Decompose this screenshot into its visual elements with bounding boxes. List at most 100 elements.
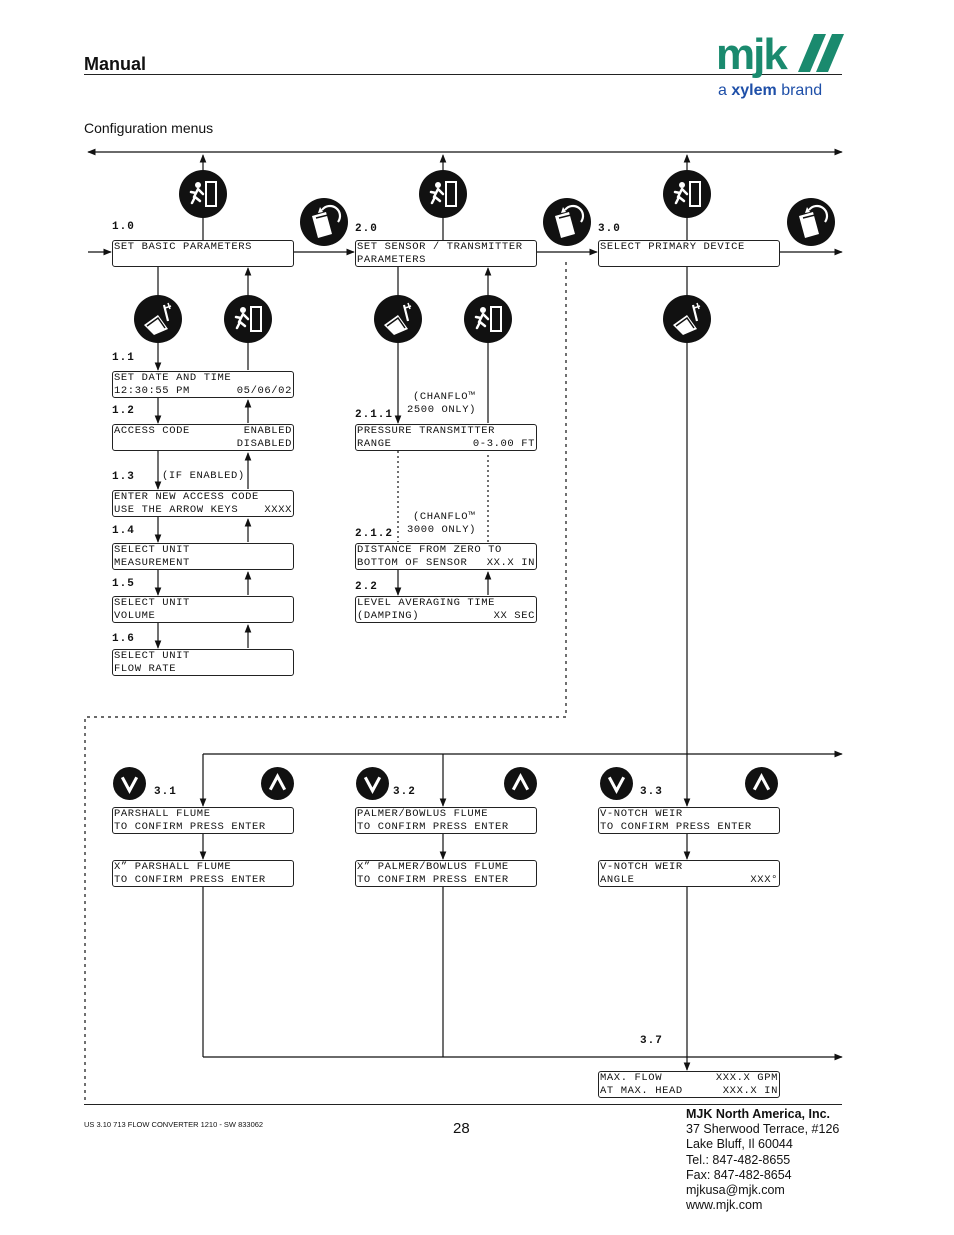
exit-icon[interactable] bbox=[419, 170, 467, 218]
enter-icon[interactable] bbox=[374, 295, 422, 343]
logo-wordmark: mjk bbox=[716, 30, 788, 79]
scroll-next-icon[interactable] bbox=[300, 198, 348, 246]
arrow-up-icon[interactable] bbox=[504, 767, 537, 800]
header-rule bbox=[84, 74, 842, 75]
menu-value: XXX° bbox=[750, 874, 778, 886]
menu-line: TO CONFIRM PRESS ENTER bbox=[357, 874, 509, 886]
menu-3-2-size-box[interactable]: X” PALMER/BOWLUS FLUME TO CONFIRM PRESS … bbox=[355, 860, 537, 887]
menu-line: FLOW RATE bbox=[114, 663, 177, 675]
menu-1-3-box[interactable]: ENTER NEW ACCESS CODE USE THE ARROW KEYS… bbox=[112, 490, 294, 517]
menu-line: DISTANCE FROM ZERO TO bbox=[357, 544, 502, 556]
menu-line: SELECT PRIMARY DEVICE bbox=[600, 241, 745, 253]
page-title: Manual bbox=[84, 54, 147, 74]
menu-line: USE THE ARROW KEYS bbox=[114, 504, 239, 516]
arrow-down-icon[interactable] bbox=[356, 767, 389, 800]
footer-rule bbox=[84, 1104, 842, 1105]
company-address: MJK North America, Inc. 37 Sherwood Terr… bbox=[686, 1107, 839, 1213]
exit-icon[interactable] bbox=[464, 295, 512, 343]
menu-3-1-box[interactable]: PARSHALL FLUME TO CONFIRM PRESS ENTER bbox=[112, 807, 294, 834]
menu-line: TO CONFIRM PRESS ENTER bbox=[357, 821, 509, 833]
menu-line: SELECT UNIT bbox=[114, 650, 190, 662]
menu-value: 0-3.00 FT bbox=[472, 438, 535, 450]
menu-line: ENTER NEW ACCESS CODE bbox=[114, 491, 259, 503]
menu-line: X” PALMER/BOWLUS FLUME bbox=[357, 861, 509, 873]
menu-line: ACCESS CODE bbox=[114, 425, 190, 437]
menu-number: 3.0 bbox=[598, 223, 621, 235]
menu-number: 1.3 bbox=[112, 471, 135, 483]
menu-1-5-box[interactable]: SELECT UNIT VOLUME bbox=[112, 596, 294, 623]
logo-tagline: a xylem brand bbox=[718, 82, 822, 100]
menu-value: DISABLED bbox=[236, 438, 292, 450]
logo-tag-brand: xylem bbox=[731, 82, 777, 99]
exit-icon[interactable] bbox=[663, 170, 711, 218]
menu-number: 2.1.2 bbox=[355, 528, 394, 540]
menu-line: SET BASIC PARAMETERS bbox=[114, 241, 253, 253]
menu-1-4-box[interactable]: SELECT UNIT MEASUREMENT bbox=[112, 543, 294, 570]
menu-line: MEASUREMENT bbox=[114, 557, 190, 569]
menu-line: PARSHALL FLUME bbox=[114, 808, 211, 820]
menu-line: SET SENSOR / TRANSMITTER bbox=[357, 241, 523, 253]
enter-icon[interactable] bbox=[134, 295, 182, 343]
logo-slash-icon bbox=[798, 34, 844, 72]
arrow-up-icon[interactable] bbox=[261, 767, 294, 800]
menu-2-0-box[interactable]: SET SENSOR / TRANSMITTER PARAMETERS bbox=[355, 240, 537, 267]
menu-note: (CHANFLO™ bbox=[413, 391, 476, 403]
menu-3-2-box[interactable]: PALMER/BOWLUS FLUME TO CONFIRM PRESS ENT… bbox=[355, 807, 537, 834]
scroll-next-icon[interactable] bbox=[543, 198, 591, 246]
menu-line: V-NOTCH WEIR bbox=[600, 861, 683, 873]
menu-1-0-box[interactable]: SET BASIC PARAMETERS bbox=[112, 240, 294, 267]
arrow-up-icon[interactable] bbox=[745, 767, 778, 800]
scroll-next-icon[interactable] bbox=[787, 198, 835, 246]
arrow-down-icon[interactable] bbox=[113, 767, 146, 800]
menu-1-2-box[interactable]: ACCESS CODE ENABLED DISABLED bbox=[112, 424, 294, 451]
menu-number: 3.3 bbox=[640, 786, 663, 798]
menu-number: 1.4 bbox=[112, 525, 135, 537]
menu-number: 2.0 bbox=[355, 223, 378, 235]
logo-tag-suffix: brand bbox=[781, 82, 823, 99]
menu-number: 3.1 bbox=[154, 786, 177, 798]
menu-2-2-box[interactable]: LEVEL AVERAGING TIME (DAMPING)XX SEC bbox=[355, 596, 537, 623]
menu-line: 12:30:55 PM bbox=[114, 385, 190, 397]
exit-icon[interactable] bbox=[179, 170, 227, 218]
menu-line: X” PARSHALL FLUME bbox=[114, 861, 232, 873]
menu-number: 1.0 bbox=[112, 221, 135, 233]
page-number: 28 bbox=[453, 1120, 470, 1137]
menu-line: TO CONFIRM PRESS ENTER bbox=[600, 821, 752, 833]
telephone: Tel.: 847-482-8655 bbox=[686, 1152, 791, 1167]
email-link[interactable]: mjkusa@mjk.com bbox=[686, 1183, 785, 1198]
menu-line: MAX. FLOW bbox=[600, 1072, 663, 1084]
menu-line: BOTTOM OF SENSOR bbox=[357, 557, 468, 569]
menu-1-1-box[interactable]: SET DATE AND TIME 12:30:55 PM 05/06/02 bbox=[112, 371, 294, 398]
company-name: MJK North America, Inc. bbox=[686, 1107, 831, 1121]
section-heading: Configuration menus bbox=[84, 120, 214, 136]
menu-line: VOLUME bbox=[114, 610, 156, 622]
menu-3-0-box[interactable]: SELECT PRIMARY DEVICE bbox=[598, 240, 780, 267]
website-link[interactable]: www.mjk.com bbox=[686, 1198, 763, 1213]
document-id: US 3.10 713 FLOW CONVERTER 1210 - SW 833… bbox=[84, 1120, 264, 1129]
menu-line: AT MAX. HEAD bbox=[600, 1085, 683, 1097]
enter-icon[interactable] bbox=[663, 295, 711, 343]
address-line: Lake Bluff, Il 60044 bbox=[686, 1137, 793, 1152]
menu-line: SET DATE AND TIME bbox=[114, 372, 232, 384]
menu-line: (DAMPING) bbox=[357, 610, 420, 622]
menu-note: (CHANFLO™ bbox=[413, 511, 476, 523]
address-line: 37 Sherwood Terrace, #126 bbox=[686, 1122, 840, 1137]
fax: Fax: 847-482-8654 bbox=[686, 1167, 792, 1182]
menu-number: 1.5 bbox=[112, 578, 135, 590]
menu-3-3-box[interactable]: V-NOTCH WEIR TO CONFIRM PRESS ENTER bbox=[598, 807, 780, 834]
exit-icon[interactable] bbox=[224, 295, 272, 343]
menu-line: RANGE bbox=[357, 438, 392, 450]
menu-3-1-size-box[interactable]: X” PARSHALL FLUME TO CONFIRM PRESS ENTER bbox=[112, 860, 294, 887]
arrow-down-icon[interactable] bbox=[600, 767, 633, 800]
menu-value: 05/06/02 bbox=[236, 385, 292, 397]
menu-note: 3000 ONLY) bbox=[407, 524, 477, 536]
menu-line: PARAMETERS bbox=[357, 254, 427, 266]
menu-line: SELECT UNIT bbox=[114, 544, 190, 556]
menu-value: XXX.X GPM bbox=[715, 1072, 778, 1084]
menu-1-6-box[interactable]: SELECT UNIT FLOW RATE bbox=[112, 649, 294, 676]
menu-value: ENABLED bbox=[243, 425, 292, 437]
